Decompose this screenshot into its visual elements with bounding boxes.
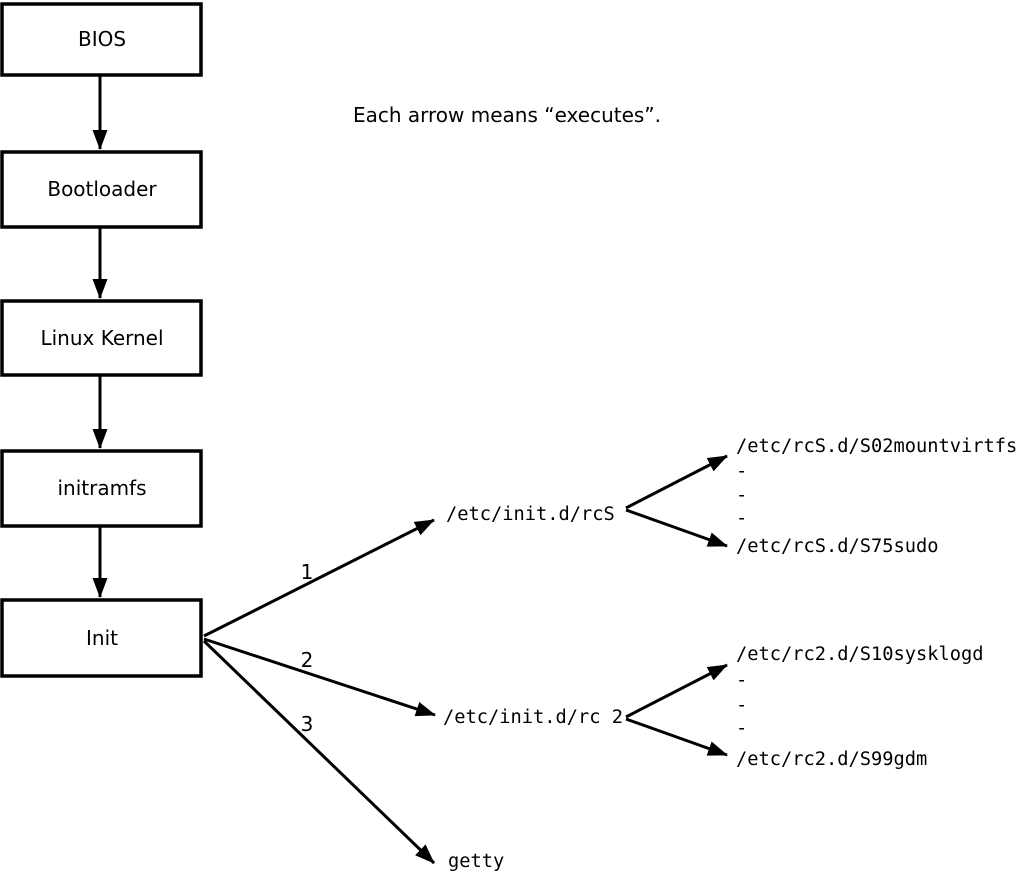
- init-box-label: Init: [86, 626, 118, 650]
- init-box: [0, 598, 203, 678]
- rc2-ellipsis-dash-1: -: [736, 670, 747, 691]
- arrow-meaning-note: Each arrow means “executes”.: [353, 103, 661, 127]
- bios-box: [0, 2, 203, 77]
- initramfs-box-label: initramfs: [57, 476, 146, 500]
- arrow-init-to-getty: [202, 639, 436, 865]
- rcS-ellipsis-dash-1: -: [736, 461, 747, 482]
- branch-3-number: 3: [301, 712, 314, 736]
- arrow-rc2-to-S10sysklogd: [625, 663, 728, 719]
- arrow-init-to-rcS: [203, 518, 435, 638]
- branch-1-number: 1: [301, 560, 314, 584]
- rc2-first-script-label: /etc/rc2.d/S10sysklogd: [736, 644, 984, 665]
- linux-kernel-box-label: Linux Kernel: [40, 326, 163, 350]
- linux-kernel-box: [0, 299, 203, 377]
- rcS-first-script-label: /etc/rcS.d/S02mountvirtfs: [736, 436, 1017, 457]
- rc2-script-label: /etc/init.d/rc 2: [443, 707, 623, 728]
- bootloader-box-label: Bootloader: [47, 177, 157, 201]
- arrow-rc2-to-S99gdm: [625, 717, 728, 757]
- arrow-rcS-to-S75sudo: [625, 508, 728, 548]
- rc2-ellipsis-dash-3: -: [736, 718, 747, 739]
- initramfs-box: [0, 449, 203, 528]
- rcS-ellipsis-dash-3: -: [736, 508, 747, 529]
- rcS-last-script-label: /etc/rcS.d/S75sudo: [736, 536, 939, 557]
- arrow-init-to-rc2: [203, 637, 436, 717]
- rcS-script-label: /etc/init.d/rcS: [446, 504, 615, 525]
- rcS-ellipsis-dash-2: -: [736, 485, 747, 506]
- branch-2-number: 2: [301, 648, 314, 672]
- bios-box-label: BIOS: [78, 27, 126, 51]
- getty-label: getty: [448, 851, 504, 872]
- bootloader-box: [0, 150, 203, 229]
- rc2-ellipsis-dash-2: -: [736, 695, 747, 716]
- arrow-rcS-to-S02mountvirtfs: [625, 454, 728, 510]
- rc2-last-script-label: /etc/rc2.d/S99gdm: [736, 749, 927, 770]
